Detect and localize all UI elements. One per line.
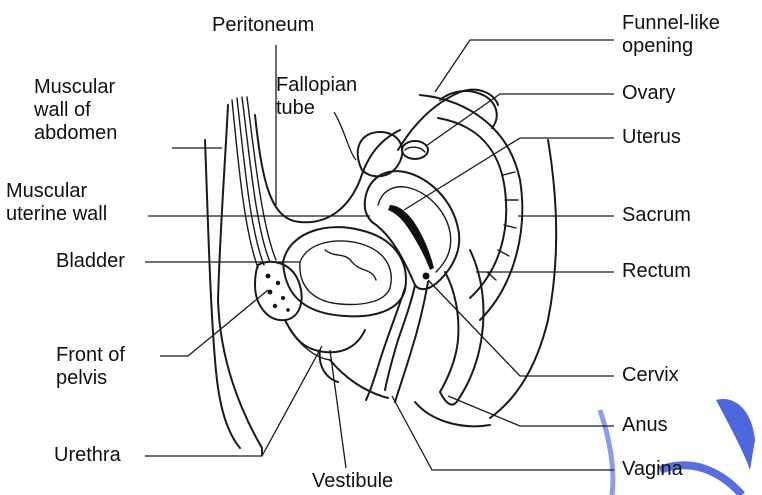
label-funnel-line-1: Funnel-like (622, 12, 720, 35)
label-anus: Anus (622, 414, 668, 437)
sacrum-tick-1 (503, 172, 515, 175)
label-urethra: Urethra (54, 444, 121, 467)
pubic-bone-dot-3 (268, 290, 273, 295)
label-muscular-wall-line-1: Muscular (34, 76, 117, 99)
watermark-stroke-3 (600, 410, 613, 495)
label-front-pelvis-line-2: pelvis (56, 367, 125, 390)
label-muscular-wall-line-2: wall of (34, 99, 117, 122)
label-funnel-like-opening: Funnel-like opening (622, 12, 720, 58)
label-front-of-pelvis: Front of pelvis (56, 344, 125, 390)
bladder-inner (300, 241, 391, 304)
rectum-outline-front (440, 272, 458, 392)
label-vestibule: Vestibule (312, 470, 393, 493)
label-uterine-wall-line-2: uterine wall (6, 203, 107, 226)
label-uterus: Uterus (622, 126, 681, 149)
pubic-bone-dot-5 (273, 304, 277, 308)
label-muscular-wall-line-3: abdomen (34, 122, 117, 145)
pubic-bone (255, 262, 302, 320)
label-ovary: Ovary (622, 82, 675, 105)
pubic-bone-dot-1 (266, 274, 271, 279)
label-peritoneum: Peritoneum (212, 14, 314, 37)
pubic-bone-dot-2 (276, 281, 280, 285)
cervix-os (423, 273, 430, 280)
label-sacrum: Sacrum (622, 204, 691, 227)
label-bladder: Bladder (56, 250, 125, 273)
leader-funnel-opening (435, 40, 614, 92)
leader-anus (448, 396, 614, 426)
pelvic-floor-front (285, 320, 365, 352)
uterine-cavity (388, 205, 434, 270)
ovary-fold (405, 147, 425, 152)
label-fallopian-line-1: Fallopian (276, 74, 357, 97)
anal-canal (440, 392, 458, 405)
label-vagina: Vagina (622, 458, 683, 481)
pubic-bone-dot-4 (281, 296, 285, 300)
label-muscular-wall-of-abdomen: Muscular wall of abdomen (34, 76, 117, 145)
label-muscular-uterine-wall: Muscular uterine wall (6, 180, 107, 226)
buttock-curve (415, 402, 490, 426)
label-fallopian-tube: Fallopian tube (276, 74, 357, 120)
pelvic-floor-front-2 (290, 330, 330, 360)
label-fallopian-line-2: tube (276, 97, 357, 120)
leader-cervix (428, 280, 614, 376)
label-funnel-line-2: opening (622, 35, 720, 58)
watermark-stroke (716, 399, 755, 470)
label-cervix: Cervix (622, 364, 679, 387)
label-rectum: Rectum (622, 260, 691, 283)
pubic-bone-dot-6 (286, 308, 290, 312)
bladder-fold (325, 250, 376, 280)
label-uterine-wall-line-1: Muscular (6, 180, 107, 203)
label-front-pelvis-line-1: Front of (56, 344, 125, 367)
